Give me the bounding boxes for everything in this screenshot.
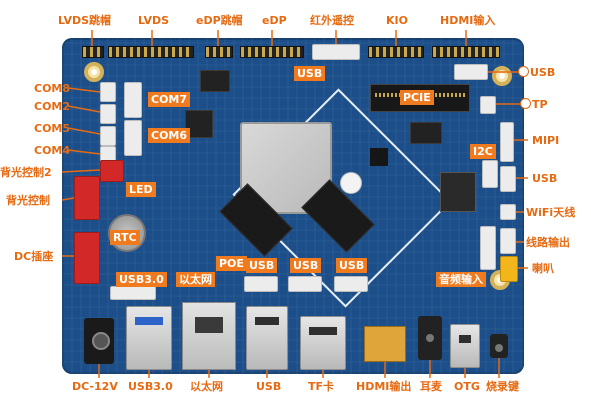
mounting-hole-top-left — [84, 62, 104, 82]
tag-ethernet-onboard: 以太网 — [176, 272, 215, 287]
label-edp-jumper: eDP跳帽 — [196, 14, 243, 27]
com8-connector — [100, 82, 116, 102]
line-out-connector — [500, 228, 516, 254]
usb3-header — [110, 286, 156, 300]
tag-usb-top: USB — [294, 66, 326, 81]
label-dc-socket: DC插座 — [14, 250, 54, 263]
backlight-connector — [74, 176, 100, 220]
burn-key-button — [490, 334, 508, 358]
label-backlight-2: 背光控制2 — [0, 166, 52, 179]
hdmi-in-header — [432, 46, 500, 58]
label-lvds: LVDS — [138, 14, 170, 27]
tag-audio-in: 音频输入 — [436, 272, 486, 287]
board-sticker — [340, 172, 362, 194]
edp-header — [240, 46, 304, 58]
tag-usb-c: USB — [336, 258, 368, 273]
dc-socket-connector — [74, 232, 100, 284]
label-usb-bottom: USB — [256, 380, 282, 393]
lvds-header — [108, 46, 194, 58]
label-hdmi-in: HDMI输入 — [440, 14, 496, 27]
label-kio: KIO — [386, 14, 408, 27]
label-com4: COM4 — [34, 144, 71, 157]
wifi-module — [440, 172, 476, 212]
chip-right-1 — [370, 148, 388, 166]
com7-connector — [124, 82, 142, 118]
usb-header-b — [288, 276, 322, 292]
label-ir-remote: 红外遥控 — [310, 14, 354, 27]
tag-pcie: PCIE — [400, 90, 434, 105]
tag-i2c: I2C — [470, 144, 496, 159]
label-lvds-jumper: LVDS跳帽 — [58, 14, 112, 27]
wifi-antenna-connector — [500, 204, 516, 220]
speaker-connector — [500, 256, 518, 282]
tag-com6: COM6 — [148, 128, 191, 143]
tag-rtc: RTC — [110, 230, 140, 245]
earphone-jack — [418, 316, 442, 360]
usb3-port — [126, 306, 172, 370]
com2-connector — [100, 104, 116, 124]
label-com5: COM5 — [34, 122, 71, 135]
edp-jumper-header — [205, 46, 233, 58]
label-burn-key: 烧录键 — [486, 380, 519, 393]
label-hdmi-out: HDMI输出 — [356, 380, 412, 393]
label-edp: eDP — [262, 14, 287, 27]
usb-right-connector — [500, 166, 516, 192]
label-usb-right-top: USB — [530, 66, 556, 79]
tag-com7: COM7 — [148, 92, 191, 107]
tp-connector — [480, 96, 496, 114]
backlight2-connector — [100, 160, 124, 182]
mounting-hole-top-right — [492, 66, 512, 86]
tf-card-slot — [300, 316, 346, 370]
label-line-out: 线路输出 — [526, 236, 570, 249]
marker-usb-right-top — [518, 66, 529, 77]
tag-poe: POE — [216, 256, 247, 271]
otg-port — [450, 324, 480, 368]
label-backlight: 背光控制 — [6, 194, 50, 207]
hdmi-out-port — [364, 326, 406, 362]
label-com2: COM2 — [34, 100, 71, 113]
tag-usb-a: USB — [246, 258, 278, 273]
tag-usb3-onboard: USB3.0 — [116, 272, 167, 287]
usb-header-a — [244, 276, 278, 292]
label-earphone: 耳麦 — [420, 380, 442, 393]
label-ethernet: 以太网 — [190, 380, 223, 393]
label-com8: COM8 — [34, 82, 71, 95]
label-dc-12v: DC-12V — [72, 380, 118, 393]
tag-led: LED — [126, 182, 156, 197]
label-mipi: MIPI — [532, 134, 560, 147]
chip-upper-left — [200, 70, 230, 92]
com6-connector — [124, 120, 142, 156]
label-tf-card: TF卡 — [308, 380, 335, 393]
audio-in-connector — [480, 226, 496, 270]
label-speaker: 喇叭 — [532, 262, 554, 275]
ir-connector — [312, 44, 360, 60]
kio-header — [368, 46, 424, 58]
dc-12v-jack — [84, 318, 114, 364]
usb-port — [246, 306, 288, 370]
label-usb-right: USB — [532, 172, 558, 185]
tag-usb-b: USB — [290, 258, 322, 273]
i2c-connector — [482, 160, 498, 188]
lvds-jumper-header — [82, 46, 104, 58]
label-otg: OTG — [454, 380, 480, 393]
label-tp: TP — [532, 98, 548, 111]
usb-header-c — [334, 276, 368, 292]
chip-right-2 — [410, 122, 442, 144]
label-usb3: USB3.0 — [128, 380, 173, 393]
ethernet-port — [182, 302, 236, 370]
com5-connector — [100, 126, 116, 146]
label-wifi-antenna: WiFi天线 — [526, 206, 576, 219]
usb-top-connector — [454, 64, 488, 80]
marker-tp — [520, 98, 531, 109]
mipi-connector — [500, 122, 514, 162]
